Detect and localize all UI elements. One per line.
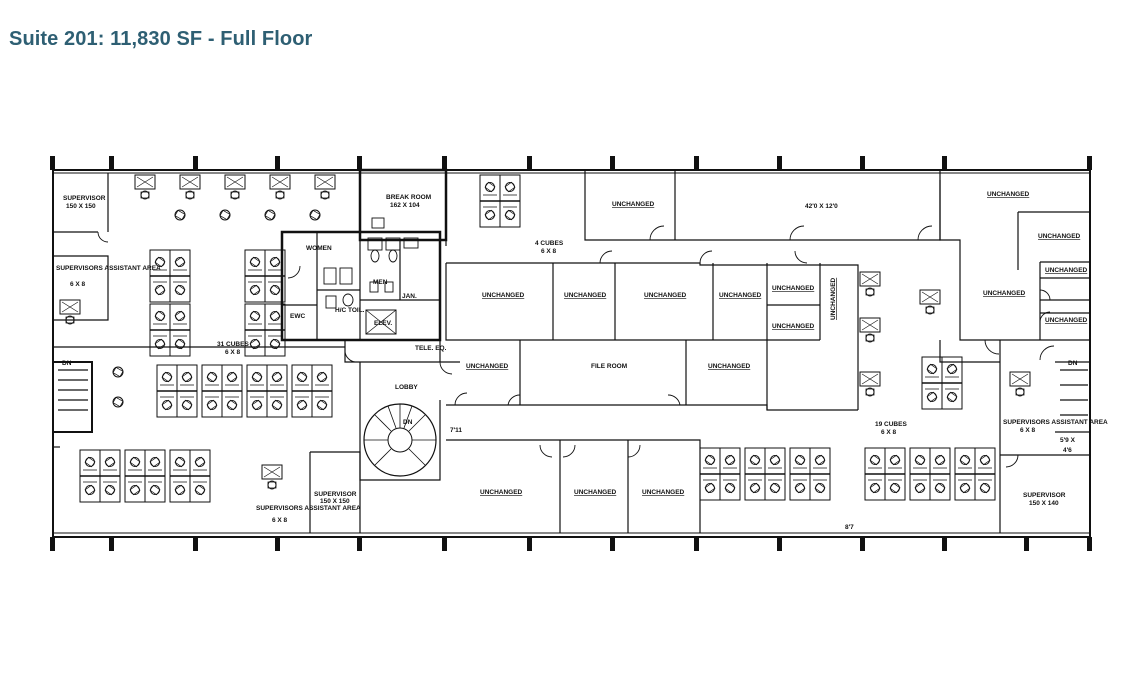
unchanged-label: UNCHANGED	[719, 292, 762, 299]
interior-walls	[53, 168, 1091, 533]
unchanged-label: UNCHANGED	[772, 285, 815, 292]
unchanged-label: UNCHANGED	[564, 292, 607, 299]
unchanged-label: UNCHANGED	[830, 277, 837, 320]
cubicle-furniture	[59, 174, 1031, 503]
dimension-7-11: 7'11	[450, 427, 462, 434]
cubes-4-label: 4 CUBES	[535, 240, 564, 247]
dimension-4-6: 4'6	[1063, 447, 1072, 454]
unchanged-label: UNCHANGED	[983, 290, 1026, 297]
unchanged-label: UNCHANGED	[1045, 317, 1088, 324]
unchanged-label: UNCHANGED	[1045, 267, 1088, 274]
supervisors-assistant-nw-dim: 6 X 8	[70, 281, 86, 288]
supervisors-assistant-e-dim: 6 X 8	[1020, 427, 1036, 434]
columns	[50, 156, 1092, 551]
unchanged-label: UNCHANGED	[466, 363, 509, 370]
file-room-label: FILE ROOM	[591, 363, 627, 370]
break-room-dim: 162 X 104	[390, 202, 420, 209]
ewc-label: EWC	[290, 313, 305, 320]
dimension-8-7: 8'7	[845, 524, 854, 531]
exterior-walls	[52, 169, 1091, 538]
supervisor-nw-dim: 150 X 150	[66, 203, 96, 210]
women-label: WOMEN	[306, 245, 332, 252]
door-swings	[97, 225, 1055, 468]
jan-label: JAN.	[402, 293, 417, 300]
unchanged-label: UNCHANGED	[644, 292, 687, 299]
elevator-car	[365, 309, 397, 335]
conference-dim: 42'0 X 12'0	[805, 203, 838, 210]
unchanged-label: UNCHANGED	[708, 363, 751, 370]
tele-eq-label: TELE. EQ.	[415, 345, 447, 352]
unchanged-label: UNCHANGED	[987, 191, 1030, 198]
cubes-4-dim: 6 X 8	[541, 248, 557, 255]
men-label: MEN	[373, 279, 388, 286]
supervisors-assistant-nw-label: SUPERVISORS ASSISTANT AREA	[56, 265, 161, 272]
room-labels: SUPERVISOR 150 X 150 SUPERVISORS ASSISTA…	[56, 191, 1108, 531]
down-label-stair: DN	[403, 419, 413, 426]
unchanged-label: UNCHANGED	[1038, 233, 1081, 240]
supervisors-assistant-sw-label: SUPERVISORS ASSISTANT AREA	[256, 505, 361, 512]
supervisors-assistant-sw-dim: 6 X 8	[272, 517, 288, 524]
break-room-label: BREAK ROOM	[386, 194, 431, 201]
cubes-31-label: 31 CUBES	[217, 341, 249, 348]
supervisor-se-label: SUPERVISOR	[1023, 492, 1066, 499]
supervisors-assistant-e-label: SUPERVISORS ASSISTANT AREA	[1003, 419, 1108, 426]
supervisor-se-dim: 150 X 140	[1029, 500, 1059, 507]
floor-title: Suite 201: 11,830 SF - Full Floor	[9, 28, 313, 50]
dimension-5-9: 5'9 X	[1060, 437, 1076, 444]
spiral-stair	[363, 403, 437, 477]
unchanged-label: UNCHANGED	[642, 489, 685, 496]
unchanged-label: UNCHANGED	[612, 201, 655, 208]
down-label-east: DN	[1068, 360, 1078, 367]
unchanged-label: UNCHANGED	[480, 489, 523, 496]
unchanged-label: UNCHANGED	[482, 292, 525, 299]
elev-label: ELEV.	[374, 320, 392, 327]
cubes-31-dim: 6 X 8	[225, 349, 241, 356]
unchanged-label: UNCHANGED	[772, 323, 815, 330]
restroom-fixtures	[323, 217, 419, 309]
lobby-label: LOBBY	[395, 384, 418, 391]
supervisor-nw-label: SUPERVISOR	[63, 195, 106, 202]
unchanged-label: UNCHANGED	[574, 489, 617, 496]
cubes-19-dim: 6 X 8	[881, 429, 897, 436]
supervisor-sw-dim: 150 X 150	[320, 498, 350, 505]
hc-toil-label: H/C TOIL.	[335, 307, 365, 314]
cubes-19-label: 19 CUBES	[875, 421, 907, 428]
supervisor-sw-label: SUPERVISOR	[314, 491, 357, 498]
down-label-west: DN	[62, 360, 72, 367]
